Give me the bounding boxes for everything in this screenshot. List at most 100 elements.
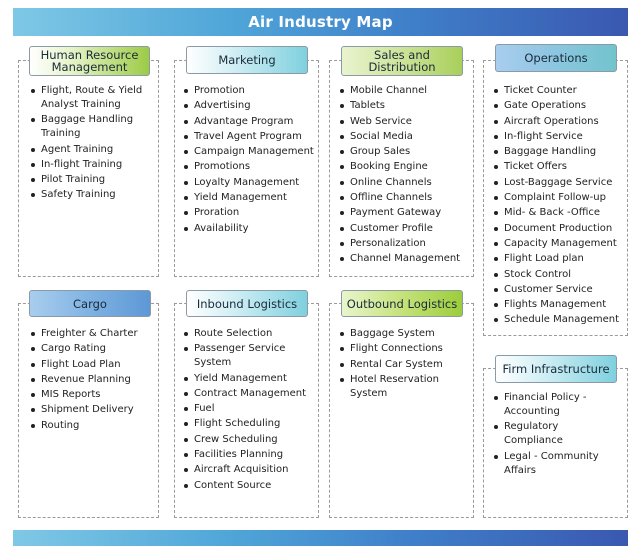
list-item: Group Sales [340,145,470,159]
list-item: Flight Load plan [494,252,624,266]
panel-outbound [329,303,474,518]
list-item: Aircraft Operations [494,115,624,129]
list-item: Web Service [340,115,470,129]
list-item: Freighter & Charter [31,327,157,341]
title-bar: Air Industry Map [13,8,628,36]
list-item: Promotions [184,160,314,174]
list-item: Cargo Rating [31,342,157,356]
list-item: Agent Training [31,143,157,157]
list-item: Payment Gateway [340,206,470,220]
list-item: Channel Management [340,252,470,266]
list-item: Ticket Offers [494,160,624,174]
list-item: Contract Management [184,387,314,401]
list-item: Stock Control [494,268,624,282]
panel-operations [483,60,628,336]
header-sales-label: Sales and Distribution [368,48,436,74]
list-item: Route Selection [184,327,314,341]
list-item: Flight Scheduling [184,417,314,431]
header-operations-label: Operations [524,51,588,65]
panel-hr [18,60,159,277]
list-item: Hotel Reservation System [340,373,470,401]
list-item: Offline Channels [340,191,470,205]
list-item: In-flight Training [31,158,157,172]
panel-marketing [174,60,319,277]
list-item: Flight Load Plan [31,358,157,372]
list-item: Flight, Route & Yield Analyst Training [31,84,157,112]
list-item: Crew Scheduling [184,433,314,447]
list-item: Content Source [184,479,314,493]
header-infrastructure-label: Firm Infrastructure [502,362,610,376]
list-item: Proration [184,206,314,220]
header-sales: Sales and Distribution [341,46,463,76]
map-title: Air Industry Map [248,13,393,31]
list-item: Lost-Baggage Service [494,176,624,190]
list-item: Flight Connections [340,342,470,356]
list-item: Yield Management [184,372,314,386]
footer-bar [13,530,628,546]
list-item: Availability [184,222,314,236]
list-item: Baggage Handling [494,145,624,159]
list-item: Tablets [340,99,470,113]
list-item: Personalization [340,237,470,251]
list-item: Mid- & Back -Office [494,206,624,220]
header-inbound: Inbound Logistics [186,290,308,317]
header-cargo-label: Cargo [73,296,107,311]
list-item: Customer Service [494,283,624,297]
list-item: Financial Policy - Accounting [494,391,620,419]
list-item: Regulatory Compliance [494,420,620,448]
panel-inbound [174,303,319,518]
list-item: Shipment Delivery [31,403,157,417]
list-item: Social Media [340,130,470,144]
list-item: Pilot Training [31,173,157,187]
header-operations: Operations [495,44,617,72]
list-item: Facilities Planning [184,448,314,462]
list-item: Revenue Planning [31,373,157,387]
list-item: Travel Agent Program [184,130,314,144]
list-item: Legal - Community Affairs [494,450,620,478]
header-marketing: Marketing [186,46,308,74]
list-item: Loyalty Management [184,176,314,190]
list-item: Aircraft Acquisition [184,463,314,477]
list-item: Baggage System [340,327,470,341]
list-item: Mobile Channel [340,84,470,98]
header-hr-label: Human Resource Management [40,48,139,74]
header-infrastructure: Firm Infrastructure [495,355,617,383]
header-marketing-label: Marketing [218,53,276,67]
list-item: Document Production [494,222,624,236]
header-outbound-label: Outbound Logistics [346,296,458,311]
panel-sales [329,60,474,277]
list-item: Capacity Management [494,237,624,251]
list-item: Fuel [184,402,314,416]
list-item: Flights Management [494,298,624,312]
list-item: Ticket Counter [494,84,624,98]
list-item: In-flight Service [494,130,624,144]
list-item: Rental Car System [340,358,470,372]
list-item: Safety Training [31,188,157,202]
panel-cargo [18,303,159,518]
list-item: Baggage Handling Training [31,113,157,141]
list-item: Complaint Follow-up [494,191,624,205]
list-item: Schedule Management [494,313,624,327]
list-item: Campaign Management [184,145,314,159]
list-item: Gate Operations [494,99,624,113]
header-hr: Human Resource Management [29,46,150,76]
list-item: Booking Engine [340,160,470,174]
list-item: MIS Reports [31,388,157,402]
list-item: Promotion [184,84,314,98]
header-inbound-label: Inbound Logistics [196,296,298,311]
header-outbound: Outbound Logistics [341,290,463,317]
header-cargo: Cargo [29,290,151,317]
list-item: Routing [31,419,157,433]
list-item: Advertising [184,99,314,113]
list-item: Yield Management [184,191,314,205]
list-item: Online Channels [340,176,470,190]
list-item: Advantage Program [184,115,314,129]
